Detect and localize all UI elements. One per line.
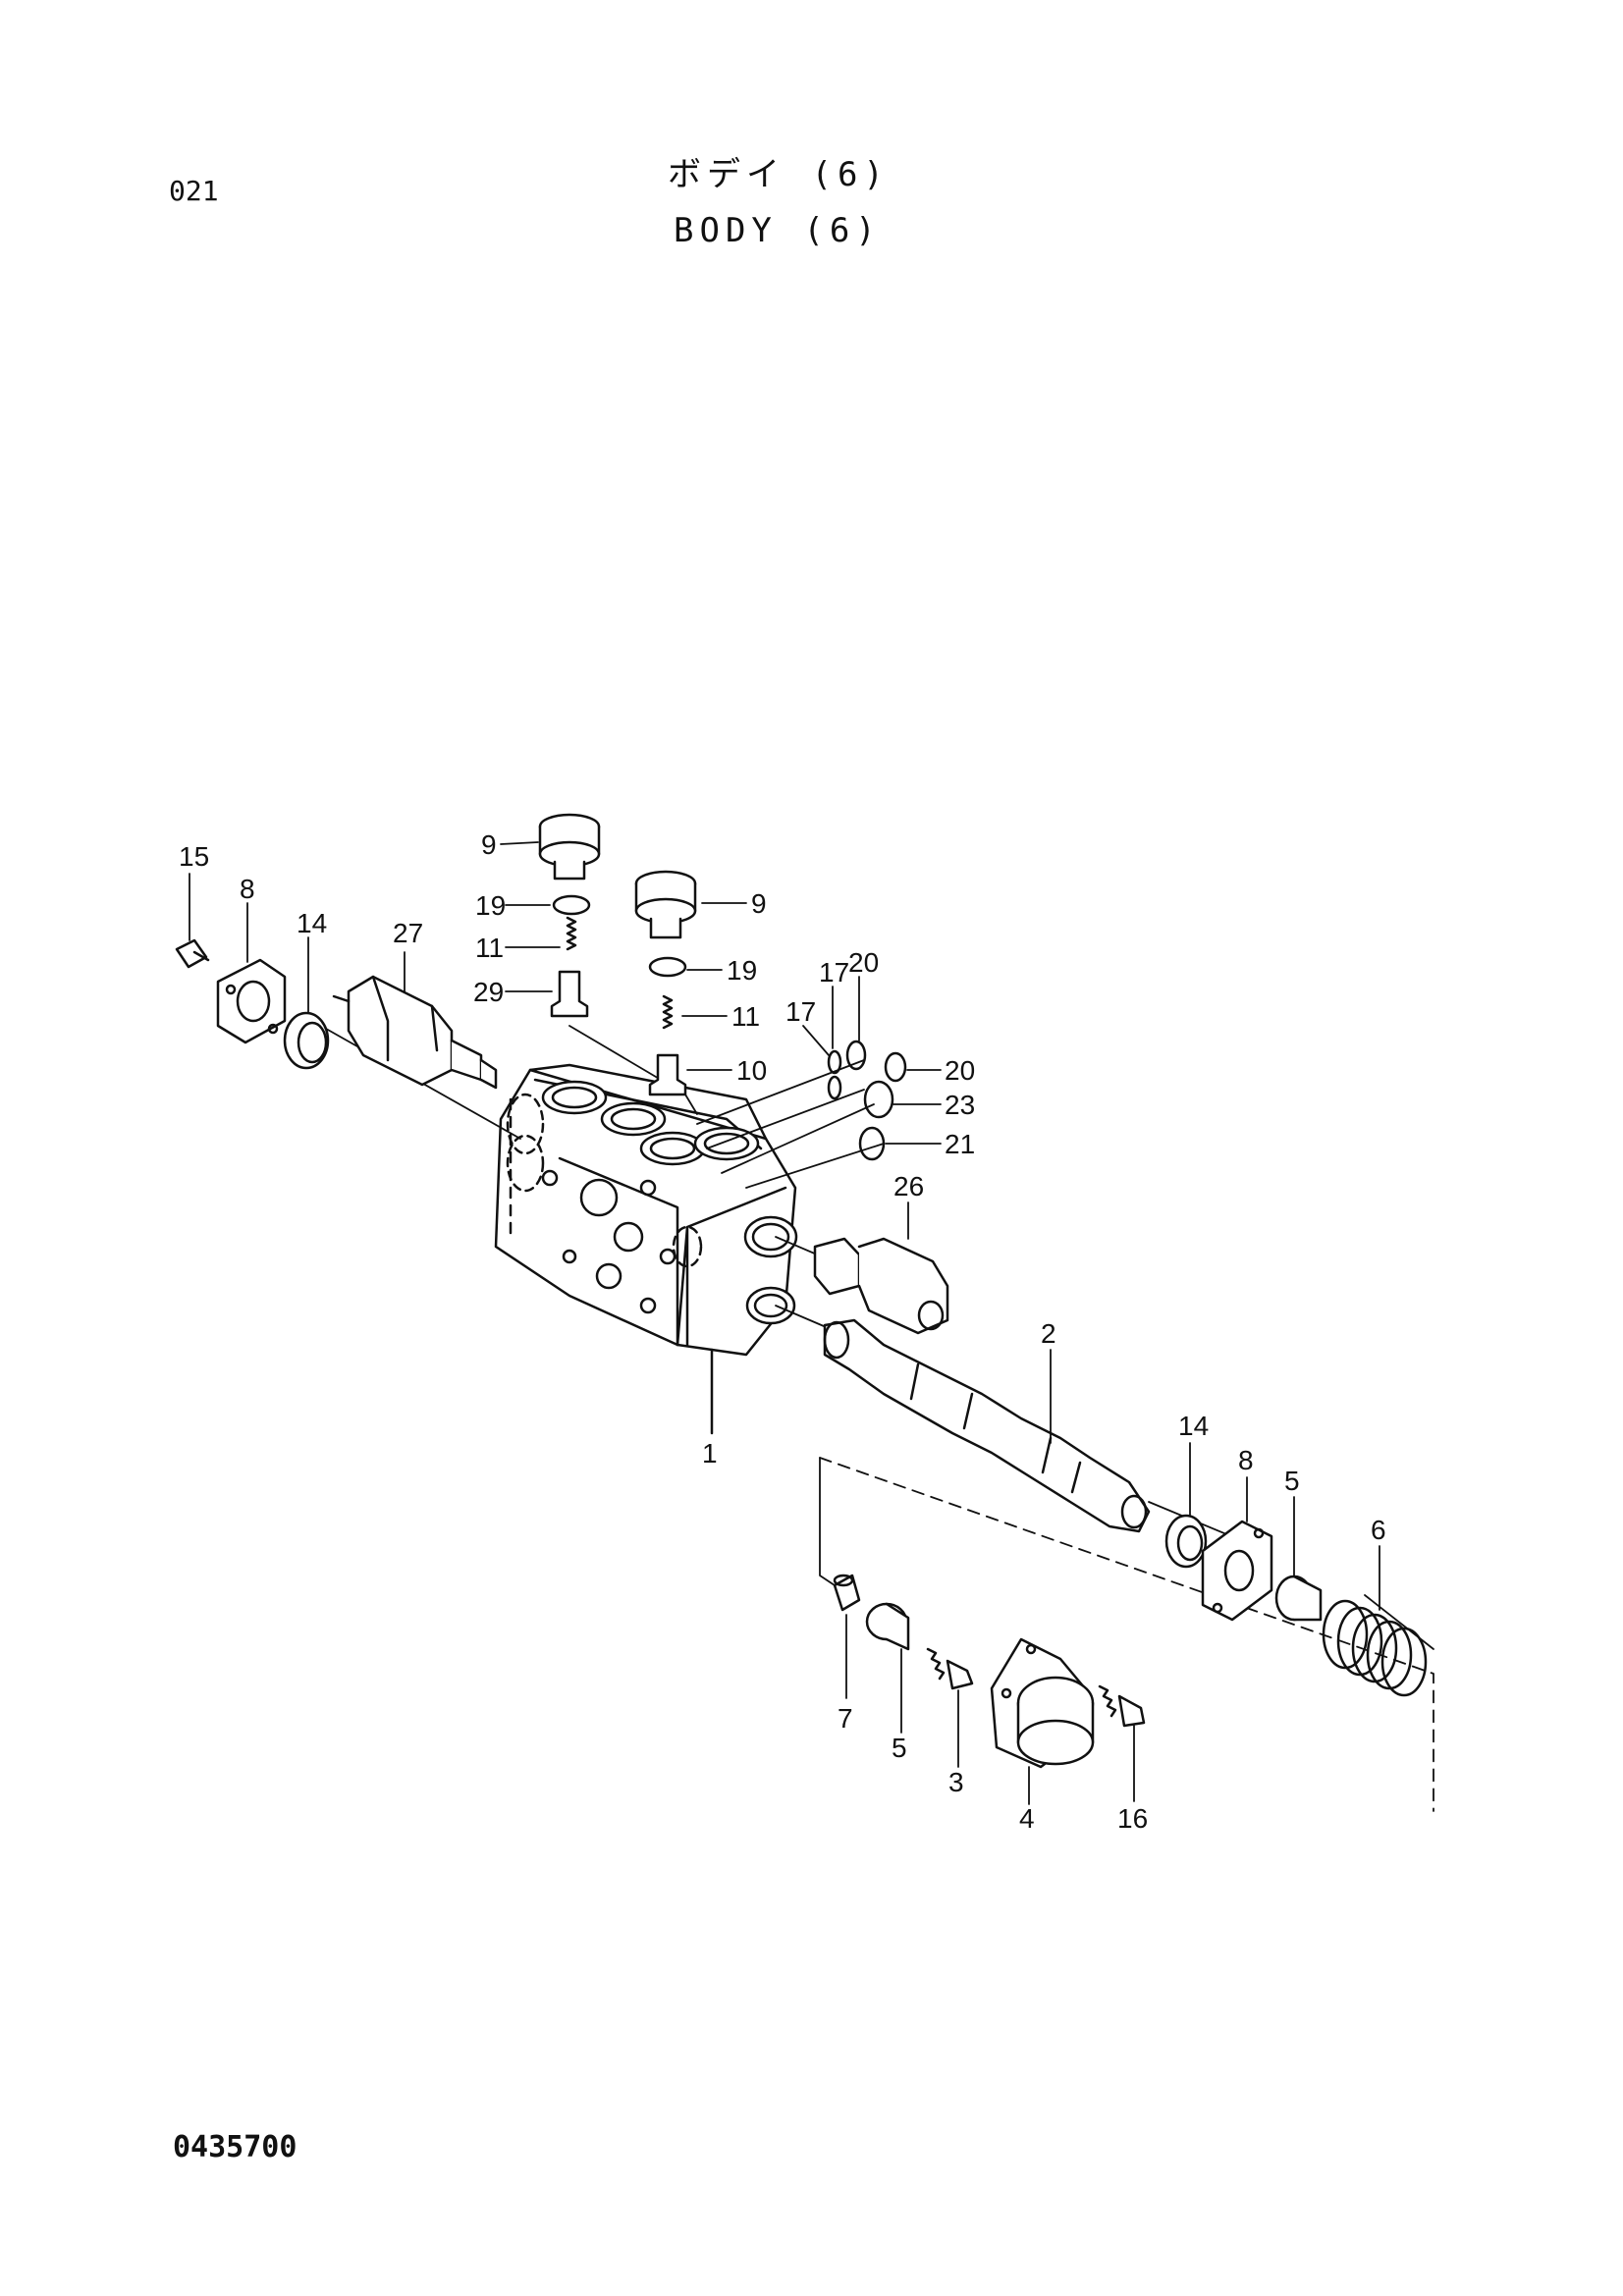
part-3-bolt	[926, 1647, 974, 1690]
callout-8-left: 8	[240, 874, 255, 904]
valve-body	[494, 1063, 798, 1435]
part-2-spool	[823, 1318, 1151, 1533]
part-16-bolt	[1098, 1684, 1146, 1728]
callout-19-b: 19	[727, 955, 757, 986]
callout-9-b: 9	[751, 888, 767, 919]
callout-19-a: 19	[475, 890, 506, 921]
part-14-seal-left	[283, 1011, 330, 1070]
part-9-plug-b	[634, 870, 697, 939]
part-15-plug	[175, 938, 210, 969]
page-number: 021	[169, 175, 219, 207]
part-19-oring-b	[648, 956, 687, 978]
callout-3: 3	[948, 1767, 964, 1797]
part-10-poppet	[648, 1053, 687, 1096]
callout-17-b: 17	[785, 996, 816, 1027]
callout-10: 10	[736, 1055, 767, 1086]
callout-5-right: 5	[1284, 1466, 1300, 1496]
callout-27: 27	[393, 918, 423, 948]
title-english: BODY (6)	[674, 211, 882, 250]
callout-9-a: 9	[481, 829, 497, 860]
part-8-flange-left	[216, 958, 287, 1044]
part-27-relief-valve	[332, 975, 498, 1090]
callout-2: 2	[1041, 1318, 1056, 1349]
part-29-poppet	[550, 970, 589, 1018]
part-14-seal-right	[1164, 1514, 1208, 1569]
callout-20-b: 20	[945, 1055, 975, 1086]
callout-16: 16	[1117, 1803, 1148, 1834]
callout-8-right: 8	[1238, 1445, 1254, 1475]
part-23-oring	[863, 1080, 894, 1119]
callout-11-b: 11	[731, 1001, 760, 1032]
title-japanese: ボデイ (6)	[668, 155, 890, 194]
part-7-stopper	[833, 1574, 861, 1612]
part-6-spring	[1322, 1599, 1428, 1697]
part-17-ring-b	[827, 1075, 842, 1100]
callout-26: 26	[893, 1171, 924, 1201]
callout-5-left: 5	[892, 1733, 907, 1763]
callout-1: 1	[702, 1438, 718, 1468]
part-19-oring-a	[552, 894, 591, 916]
part-20-oring-a	[845, 1040, 867, 1071]
part-11-spring-b	[662, 994, 674, 1030]
part-9-plug-a	[538, 813, 601, 881]
callout-20-a: 20	[848, 947, 879, 978]
callout-4: 4	[1019, 1803, 1035, 1834]
part-21-oring	[858, 1126, 886, 1161]
document-number: 0435700	[173, 2130, 298, 2164]
callout-17-a: 17	[819, 957, 849, 988]
callout-21: 21	[945, 1129, 975, 1159]
part-20-oring-b	[884, 1051, 907, 1083]
part-17-ring-a	[827, 1049, 842, 1075]
part-26-relief-valve	[813, 1237, 949, 1335]
part-11-spring-a	[566, 916, 577, 951]
part-5-spring-seat-right	[1274, 1575, 1323, 1622]
callout-23: 23	[945, 1090, 975, 1120]
part-5-spring-seat-left	[865, 1602, 910, 1651]
callout-7: 7	[838, 1703, 853, 1734]
callout-29: 29	[473, 977, 504, 1007]
callout-14-left: 14	[297, 908, 327, 938]
callout-14-right: 14	[1178, 1411, 1209, 1441]
callout-labels: 15 8 14 27 9 19 11 29 9 19 11 10 17 20 1…	[179, 829, 1386, 1834]
callout-6: 6	[1371, 1515, 1386, 1545]
callout-11-a: 11	[475, 933, 504, 963]
part-4-cap	[990, 1637, 1095, 1769]
part-8-flange-right	[1201, 1520, 1273, 1622]
callout-15: 15	[179, 841, 209, 872]
